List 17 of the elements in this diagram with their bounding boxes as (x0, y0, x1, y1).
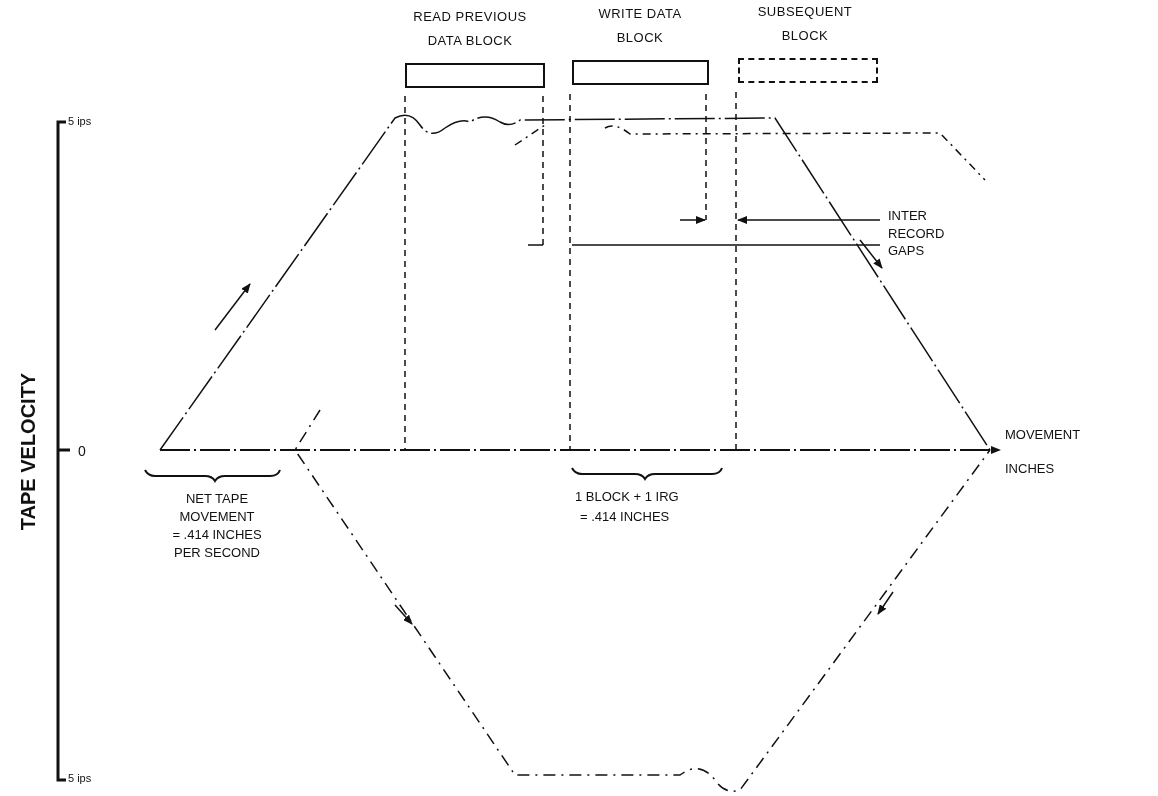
axis-title: TAPE VELOCITY (17, 372, 41, 531)
annotation-text: INTER RECORD GAPS (888, 207, 946, 260)
annotation-text: = .414 INCHES (580, 508, 670, 526)
annotation-text: NET TAPE MOVEMENT (178, 490, 256, 526)
annotation-text: 5 ips (68, 771, 92, 786)
block-heading: SUBSEQUENT BLOCK (756, 3, 854, 45)
dashed-block-box (738, 58, 878, 83)
annotation-text: = .414 INCHES PER SECOND (171, 526, 263, 562)
annotation-text: INCHES (1005, 460, 1055, 478)
data-block-box (572, 60, 709, 85)
annotation-text: 0 (78, 442, 86, 461)
block-heading: READ PREVIOUS DATA BLOCK (412, 8, 528, 50)
annotation-text: MOVEMENT (1005, 426, 1081, 444)
annotation-text: 5 ips (68, 114, 92, 129)
block-heading: WRITE DATA BLOCK (597, 5, 683, 47)
annotation-text: 1 BLOCK + 1 IRG (575, 488, 679, 506)
data-block-box (405, 63, 545, 88)
